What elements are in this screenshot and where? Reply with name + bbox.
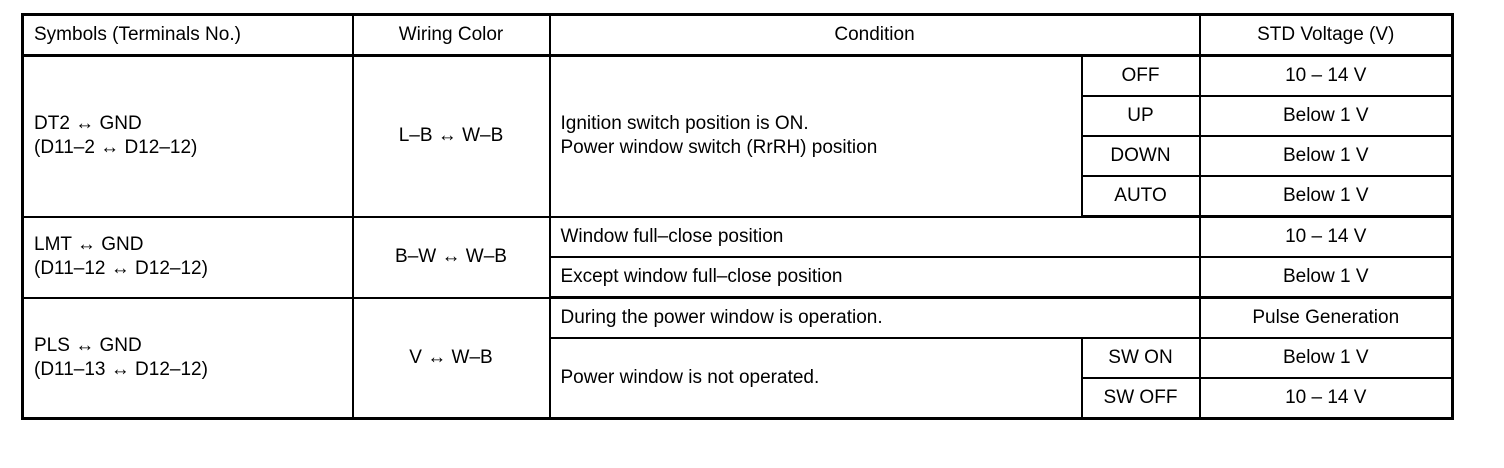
table-header-row: Symbols (Terminals No.) Wiring Color Con… [21,13,1454,57]
table-row: Power window is not operated. SW ON Belo… [23,337,1454,420]
switch-position-cell: UP [1080,95,1201,137]
table-row: SW OFF 10 – 14 V [23,377,1454,420]
voltage-cell: Below 1 V [1198,337,1454,379]
wiring-color-cell: B–W ↔ W–B [351,215,551,299]
table-row: Except window full–close position Below … [23,256,1454,299]
table-row: DOWN Below 1 V [23,135,1454,177]
condition-line: Power window switch (RrRH) position [560,137,878,159]
table-row: DT2 ↔ GND (D11–2 ↔ D12–12) L–B ↔ W–B Ign… [21,54,1454,218]
condition-cell: Window full–close position [548,215,1201,258]
header-wiring-color: Wiring Color [351,13,551,57]
symbol-terminals: (D11–2 ↔ D12–12) [34,137,198,159]
symbol-cell-pls: PLS ↔ GND (D11–13 ↔ D12–12) [21,296,354,420]
symbol-cell-lmt: LMT ↔ GND (D11–12 ↔ D12–12) [21,215,354,299]
header-symbols: Symbols (Terminals No.) [21,13,354,57]
voltage-cell: Pulse Generation [1198,296,1454,339]
voltage-cell: 10 – 14 V [1198,54,1454,97]
voltage-cell: Below 1 V [1198,175,1454,218]
symbol-terminals: (D11–12 ↔ D12–12) [34,258,208,279]
voltage-cell: Below 1 V [1198,256,1454,299]
voltage-cell: Below 1 V [1198,95,1454,137]
switch-position-cell: AUTO [1080,175,1201,218]
header-std-voltage: STD Voltage (V) [1198,13,1454,57]
condition-cell: Except window full–close position [548,256,1201,299]
condition-cell: During the power window is operation. [548,296,1201,339]
terminal-voltage-table: Symbols (Terminals No.) Wiring Color Con… [21,13,1454,420]
switch-state-cell: SW ON [1080,337,1201,379]
condition-line: Ignition switch position is ON. [560,113,809,135]
switch-state-cell: SW OFF [1080,377,1201,420]
symbol-terminals: (D11–13 ↔ D12–12) [34,358,208,380]
switch-position-cell: OFF [1080,54,1201,97]
table-row: AUTO Below 1 V [23,175,1454,218]
wiring-color-cell: L–B ↔ W–B [351,54,551,218]
voltage-cell: 10 – 14 V [1198,377,1454,420]
table-row: PLS ↔ GND (D11–13 ↔ D12–12) V ↔ W–B Duri… [21,296,1454,420]
condition-cell: Power window is not operated. [548,337,1083,420]
condition-cell: Ignition switch position is ON. Power wi… [548,54,1083,218]
wiring-color-cell: V ↔ W–B [351,296,551,420]
table-row: LMT ↔ GND (D11–12 ↔ D12–12) B–W ↔ W–B Wi… [21,215,1454,299]
table-row: UP Below 1 V [23,95,1454,137]
voltage-cell: 10 – 14 V [1198,215,1454,258]
symbol-name: DT2 ↔ GND [34,113,142,135]
header-condition: Condition [548,13,1201,57]
symbol-cell-dt2: DT2 ↔ GND (D11–2 ↔ D12–12) [21,54,354,218]
switch-position-cell: DOWN [1080,135,1201,177]
voltage-cell: Below 1 V [1198,135,1454,177]
symbol-name: PLS ↔ GND [34,334,142,356]
symbol-name: LMT ↔ GND [34,234,144,255]
